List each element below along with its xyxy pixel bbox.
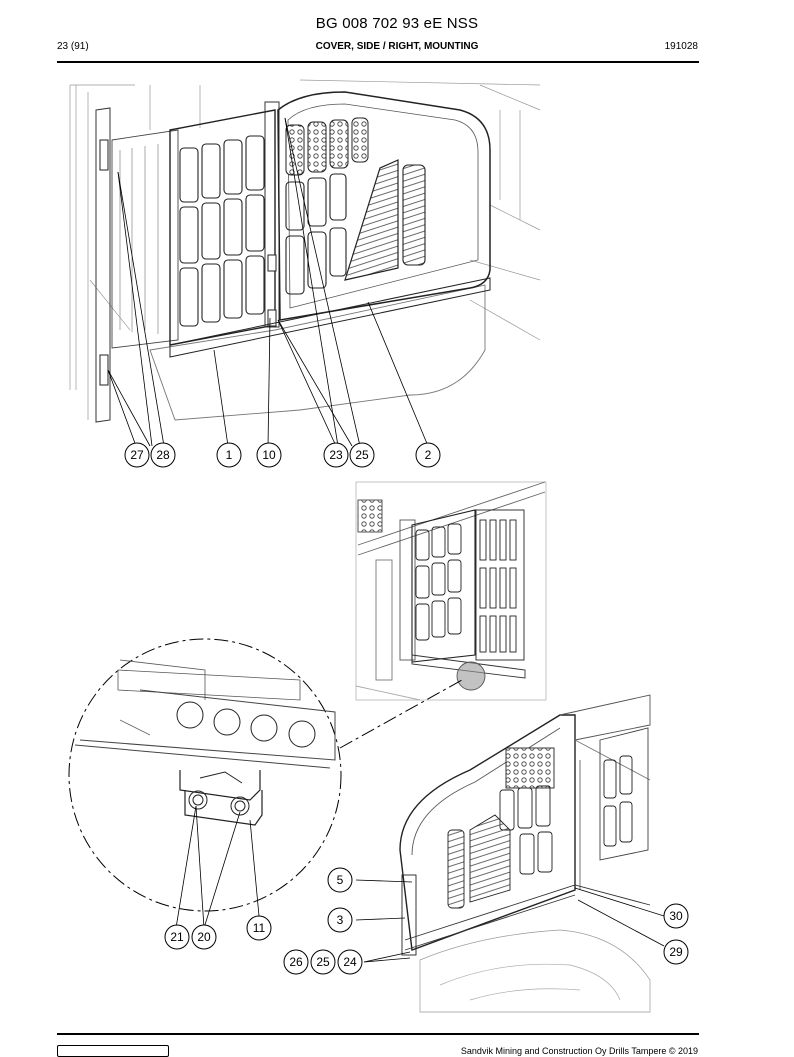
svg-text:10: 10 [262,448,276,462]
callout-23: 23 [323,442,349,468]
svg-text:1: 1 [226,448,233,462]
detail-circle-view [68,638,463,929]
date-code: 191028 [664,41,698,52]
callout-26: 26 [283,949,309,975]
svg-text:5: 5 [337,873,344,887]
bottom-right-view [355,694,665,1013]
callout-29: 29 [663,939,689,965]
bottom-right-callouts: 5 3 26 25 24 30 29 [283,867,689,975]
svg-text:28: 28 [156,448,170,462]
svg-text:21: 21 [170,930,184,944]
callout-10: 10 [256,442,282,468]
svg-text:27: 27 [130,448,144,462]
callout-11: 11 [246,915,272,941]
detail-callouts: 21 20 11 [164,915,272,950]
svg-text:25: 25 [355,448,369,462]
svg-text:11: 11 [253,921,266,935]
svg-text:24: 24 [343,955,357,969]
callout-27: 27 [124,442,150,468]
callout-5: 5 [327,867,353,893]
callout-25: 25 [349,442,375,468]
svg-text:26: 26 [289,955,303,969]
top-assembly-view [69,79,541,447]
document-code: BG 008 702 93 eE NSS [315,15,479,32]
svg-text:25: 25 [316,955,330,969]
callout-28: 28 [150,442,176,468]
callout-25-lower: 25 [310,949,336,975]
svg-text:29: 29 [669,945,683,959]
callout-24: 24 [337,949,363,975]
svg-text:2: 2 [425,448,432,462]
top-view-callouts: 27 28 1 10 23 25 2 [124,442,441,468]
callout-20: 20 [191,924,217,950]
callout-21: 21 [164,924,190,950]
middle-frame-view [355,481,547,701]
footer-copyright: Sandvik Mining and Construction Oy Drill… [460,1046,698,1056]
svg-text:3: 3 [337,913,344,927]
callout-2: 2 [415,442,441,468]
svg-text:30: 30 [669,909,683,923]
callout-3: 3 [327,907,353,933]
svg-text:20: 20 [197,930,211,944]
svg-text:23: 23 [329,448,343,462]
callout-30: 30 [663,903,689,929]
footer-rule [57,1033,699,1035]
section-title: COVER, SIDE / RIGHT, MOUNTING [315,41,479,52]
brand-logo [57,1045,169,1057]
callout-1: 1 [216,442,242,468]
page-reference: 23 (91) [57,41,89,52]
header-rule [57,61,699,63]
